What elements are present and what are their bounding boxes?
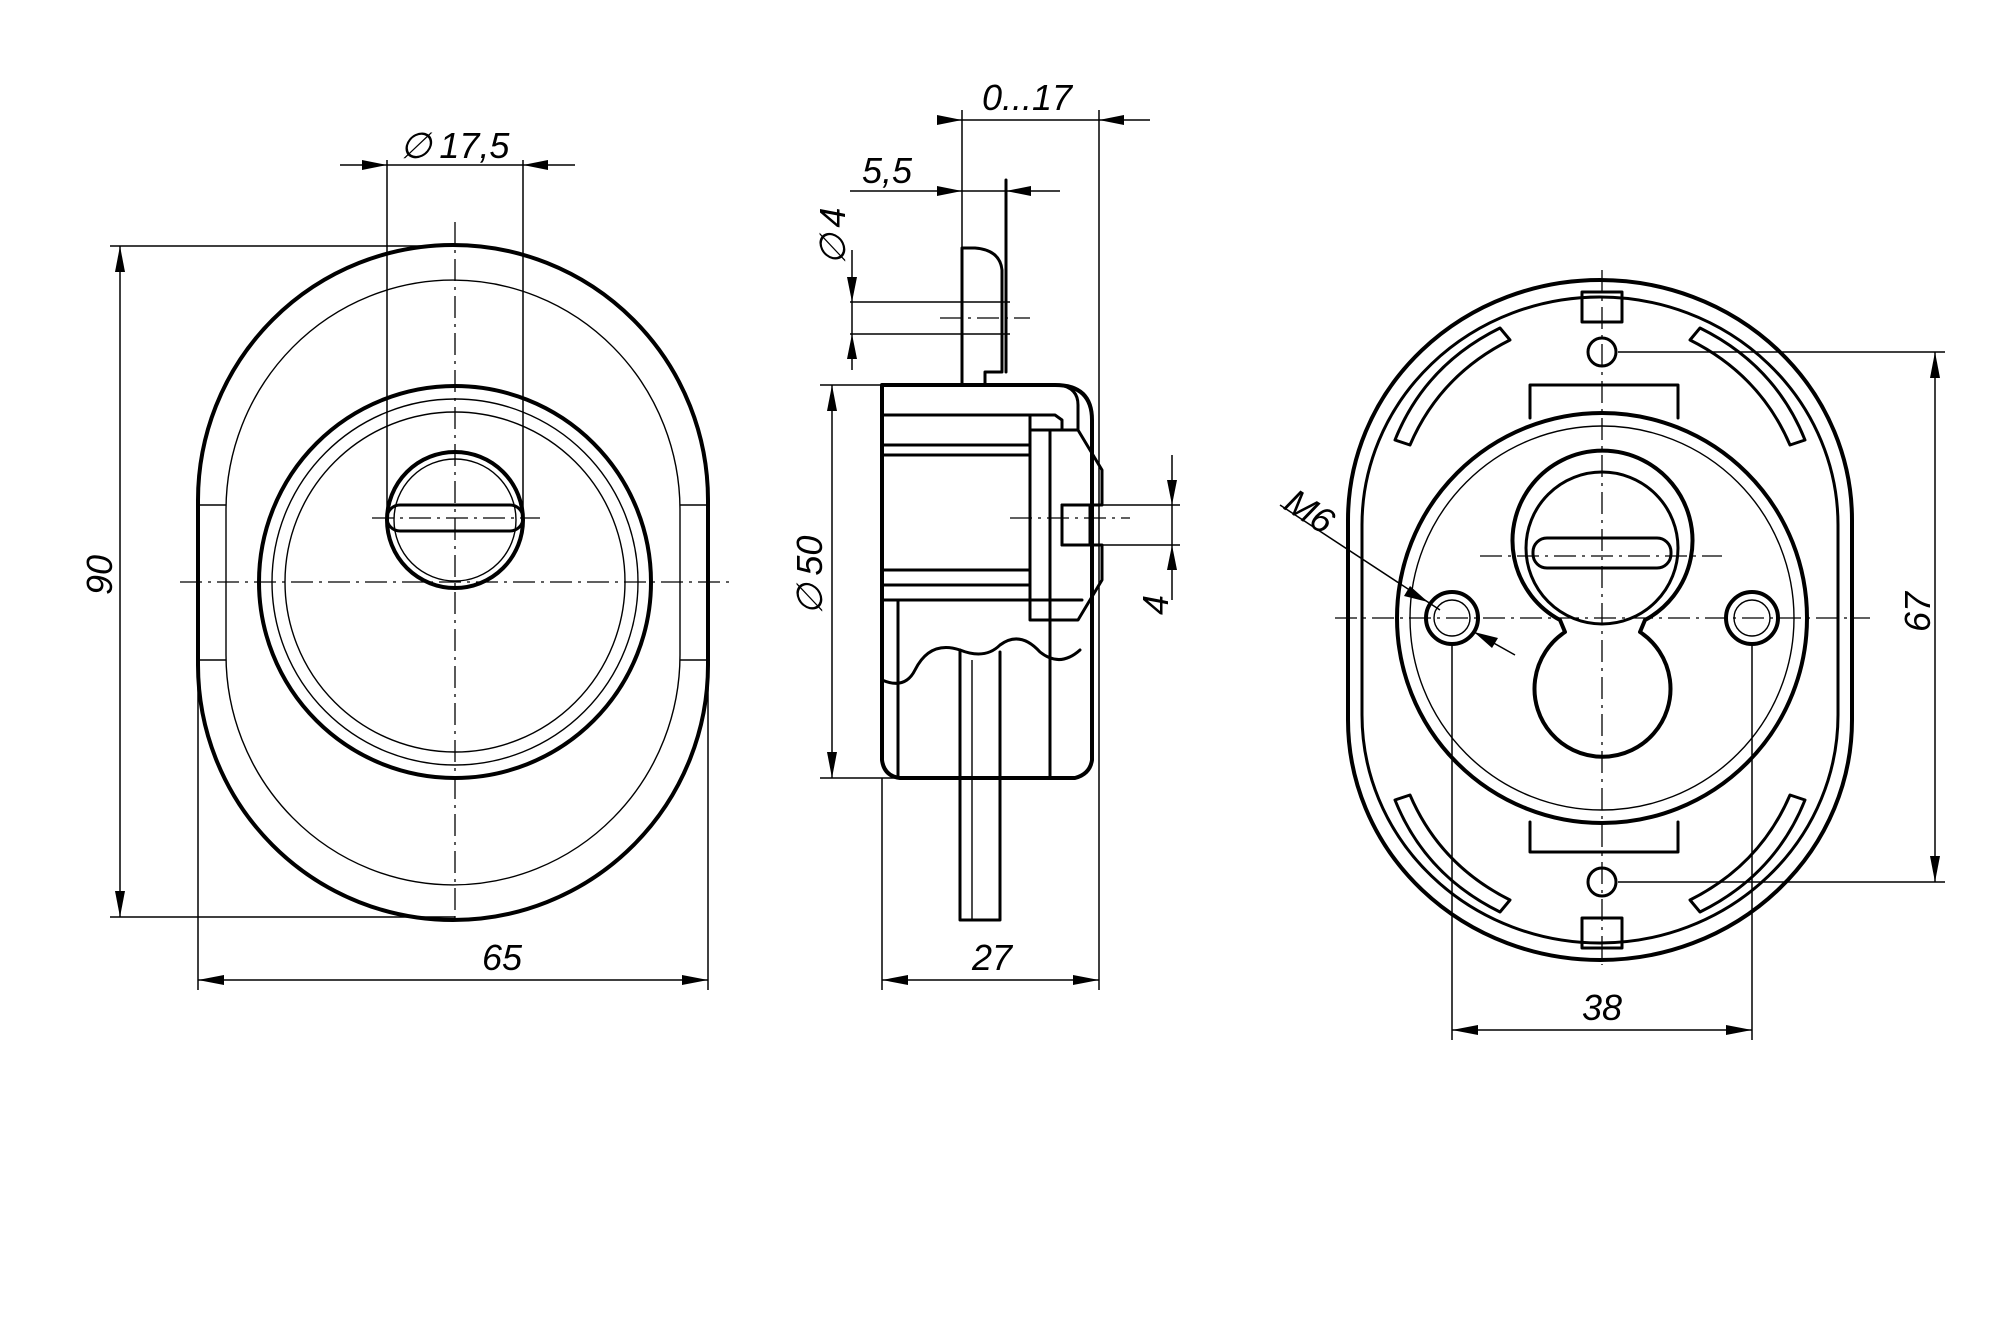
rear-outer-outline — [1346, 278, 1854, 962]
front-inner-plate-edge — [225, 279, 681, 886]
side-dimensions: 0...17 5,5 ∅4 ∅50 4 27 — [789, 77, 1180, 990]
rear-inner-outline — [1360, 295, 1840, 945]
side-projection-range-label: 0...17 — [982, 77, 1074, 118]
side-view — [880, 178, 1130, 922]
side-tail — [958, 648, 1002, 922]
rear-thread-label: M6 — [1278, 480, 1343, 542]
side-inner-cavity — [880, 443, 1032, 587]
side-pin-diameter-label: ∅4 — [812, 208, 853, 265]
rear-keyhole — [1510, 448, 1695, 759]
side-plate-thickness-label: 5,5 — [862, 150, 913, 191]
rear-bracket — [1528, 383, 1680, 854]
side-body-outline — [880, 383, 1094, 780]
rear-hole-spacing-label: 38 — [1582, 987, 1622, 1028]
rear-slot-top-left — [1393, 326, 1512, 447]
side-depth-label: 27 — [971, 937, 1014, 978]
front-height-label: 90 — [79, 555, 120, 595]
front-cylinder-diameter-label: ∅17,5 — [400, 125, 510, 166]
diameter-symbol: ∅ — [400, 125, 433, 166]
front-width-label: 65 — [482, 937, 523, 978]
rear-view — [1335, 270, 1870, 965]
side-body-diameter-label: ∅50 — [789, 536, 830, 615]
rear-slot-top-right — [1688, 326, 1807, 447]
side-break-line — [880, 637, 1082, 685]
front-view — [180, 222, 735, 922]
side-slot-width-label: 4 — [1135, 595, 1176, 615]
side-top-plate — [960, 246, 1004, 387]
rear-slot-spacing-label: 67 — [1897, 590, 1938, 632]
side-section-top — [880, 383, 1080, 432]
front-dimensions: ∅17,5 90 65 — [79, 125, 709, 990]
rear-slot-bottom-right — [1688, 793, 1807, 914]
side-section-right — [1048, 428, 1104, 622]
rear-slot-bottom-left — [1393, 793, 1512, 914]
rear-dimensions: M6 67 38 — [1278, 351, 1945, 1040]
